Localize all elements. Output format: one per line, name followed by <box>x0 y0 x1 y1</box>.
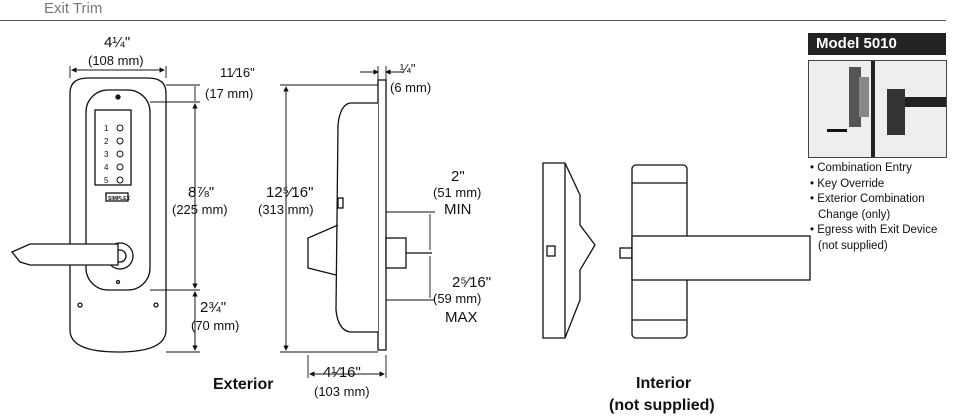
feature-item: Change (only) <box>818 208 891 221</box>
feature-list: • Combination Entry • Key Override • Ext… <box>810 161 937 254</box>
door-min-in: 2" <box>451 168 465 185</box>
interior-labels: Interior (not supplied) <box>609 375 715 414</box>
interior-note: (not supplied) <box>609 397 715 414</box>
front-dimension-lines <box>69 66 200 353</box>
exit-device-illustration <box>809 61 946 157</box>
projection-in: 4¹⁄16" <box>323 364 361 381</box>
top-offset-mm: (17 mm) <box>205 86 253 101</box>
door-max-in: 2⁵⁄16" <box>452 274 491 291</box>
section-title: Exit Trim <box>44 0 103 17</box>
feature-item: • Exterior Combination <box>810 193 925 205</box>
overall-height-in: 12⁵⁄16" <box>266 184 313 201</box>
front-dimension-text: 4¼" (108 mm) 11⁄16" (17 mm) 8⅞" (225 mm)… <box>88 34 255 333</box>
feature-item: • Combination Entry <box>810 162 912 174</box>
trim-height-mm: (225 mm) <box>172 202 228 217</box>
product-photo <box>808 60 947 158</box>
side-dimension-text: 12⁵⁄16" (313 mm) ¼" (6 mm) 2" (51 mm) MI… <box>213 61 491 399</box>
side-dimension-lines <box>280 66 435 378</box>
key-4: 4 <box>104 163 109 172</box>
feature-item: • Egress with Exit Device <box>810 224 938 236</box>
door-max-label: MAX <box>445 309 478 326</box>
door-min-label: MIN <box>444 201 472 218</box>
section-header: Exit Trim <box>0 0 946 21</box>
brand-badge: SIMPLEX <box>108 196 131 202</box>
width-mm: (108 mm) <box>88 53 144 68</box>
bottom-offset-in: 2¾" <box>200 299 226 316</box>
door-max-mm: (59 mm) <box>433 291 481 306</box>
model-title: Model 5010 <box>808 33 946 55</box>
plate-thickness-mm: (6 mm) <box>390 80 431 95</box>
door-min-mm: (51 mm) <box>433 185 481 200</box>
bottom-offset-mm: (70 mm) <box>191 318 239 333</box>
width-in: 4¼" <box>104 34 130 51</box>
front-view <box>10 77 167 353</box>
key-5: 5 <box>104 176 109 185</box>
key-2: 2 <box>104 137 109 146</box>
projection-mm: (103 mm) <box>314 384 370 399</box>
plate-thickness-in: ¼" <box>400 61 416 76</box>
exterior-label: Exterior <box>213 376 273 393</box>
key-1: 1 <box>104 124 109 133</box>
side-view <box>307 79 432 351</box>
feature-item: (not supplied) <box>818 239 888 252</box>
feature-item: • Key Override <box>810 177 885 190</box>
interior-label: Interior <box>636 375 691 392</box>
interior-front-view <box>619 164 811 339</box>
top-offset-in: 11⁄16" <box>220 65 255 80</box>
overall-height-mm: (313 mm) <box>258 202 314 217</box>
keypad: 1 2 3 4 5 SIMPLEX <box>104 124 131 202</box>
trim-height-in: 8⅞" <box>188 184 214 201</box>
key-3: 3 <box>104 150 109 159</box>
interior-side-view <box>542 162 596 339</box>
